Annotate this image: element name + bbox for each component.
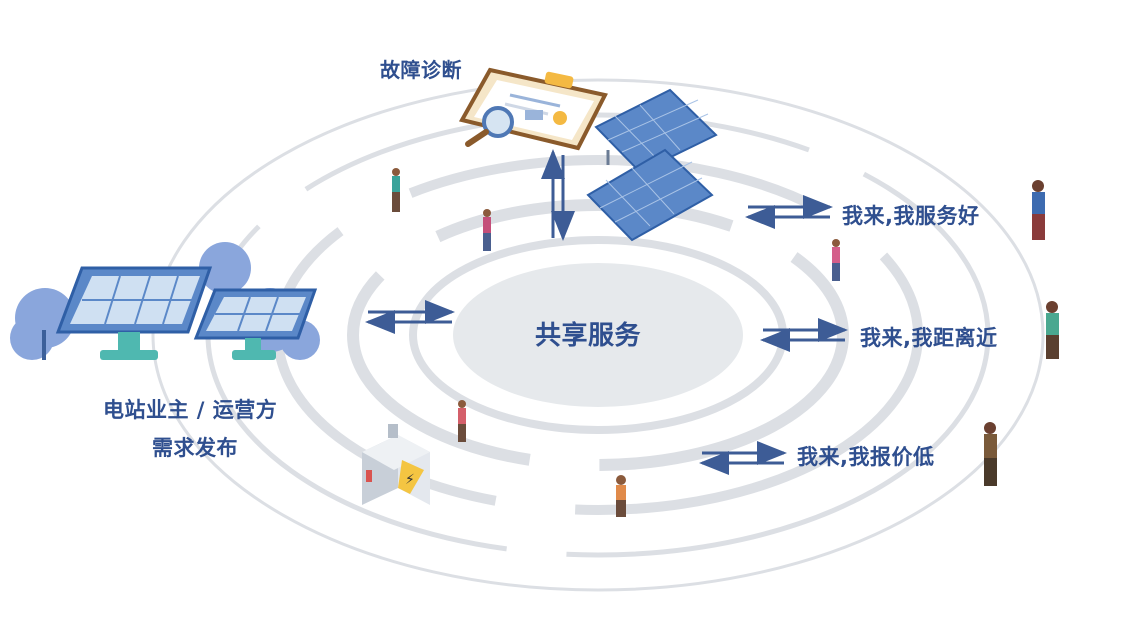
arrow-provider-3 <box>699 441 787 475</box>
owner-sub-label: 需求发布 <box>152 436 238 460</box>
person-icon <box>483 209 491 251</box>
person-icon <box>458 400 466 442</box>
owner-solar-farm <box>10 242 320 360</box>
arrow-provider-2 <box>760 318 848 352</box>
arrow-provider-1 <box>745 195 833 229</box>
person-icon <box>1046 301 1059 359</box>
solar-panel-icon <box>193 288 318 360</box>
solar-panel-icon <box>586 148 714 242</box>
svg-text:⚡: ⚡ <box>405 472 415 488</box>
arrow-owner-center <box>365 300 455 334</box>
solar-panel-icon <box>55 266 213 360</box>
diagnosis-label: 故障诊断 <box>380 58 462 82</box>
person-icon <box>984 422 997 486</box>
electric-box-icon: ⚡ <box>362 424 430 505</box>
magnifier-icon <box>465 106 514 147</box>
person-icon <box>1032 180 1045 240</box>
person-icon <box>392 168 400 212</box>
center-label: 共享服务 <box>535 321 642 351</box>
person-icon <box>832 239 840 281</box>
provider-label-3: 我来,我报价低 <box>797 445 935 469</box>
provider-label-2: 我来,我距离近 <box>860 326 998 350</box>
owner-label: 电站业主 / 运营方 <box>103 398 278 422</box>
center-disc <box>453 263 743 407</box>
provider-label-1: 我来,我服务好 <box>842 204 980 228</box>
arrow-diagnosis-center <box>541 149 575 241</box>
ring-outer <box>151 78 1045 592</box>
person-icon <box>616 475 626 517</box>
